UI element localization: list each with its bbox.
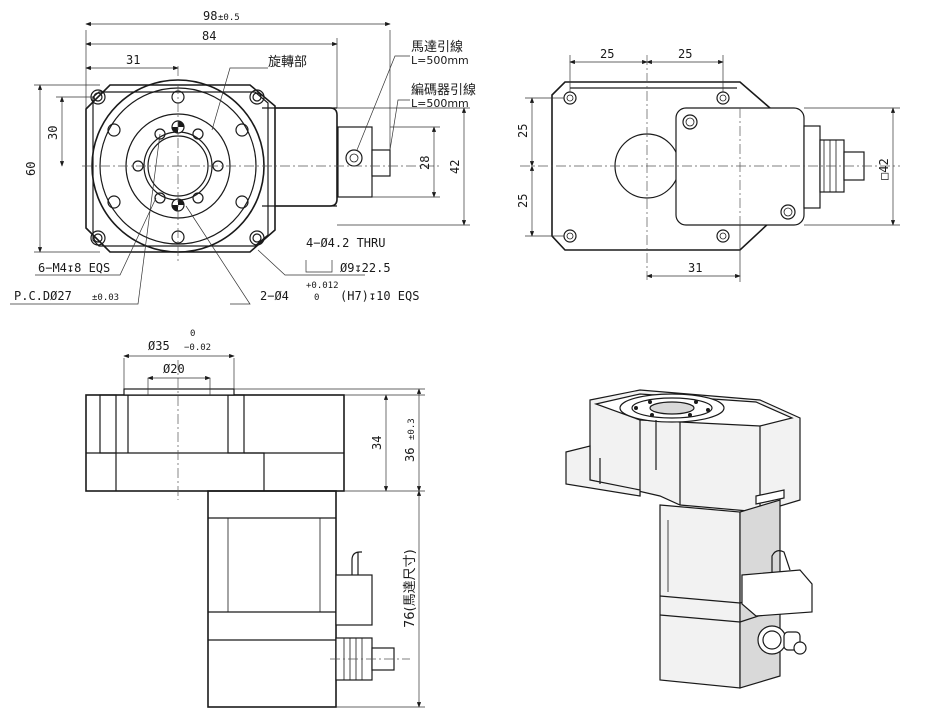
note-counterbore: Ø9↧22.5 [340,261,391,275]
dim-36: 36 [403,448,417,462]
top-view-body-outline [85,84,276,253]
dim-98: 98 [203,9,217,23]
dim-25-right: 25 [678,47,692,61]
dim-42: 42 [448,160,462,174]
dim-36-tol: ±0.3 [407,418,417,440]
dim-phi35: Ø35 [148,339,170,353]
label-motor-lead: 馬達引線 [411,39,463,55]
side-view: Ø35 0 −0.02 Ø20 34 36 ±0.3 76(馬達尺寸) [85,329,425,708]
note-pin-rest: (H7)↧10 EQS [340,289,419,303]
note-m4: 6−M4↧8 EQS [38,261,110,275]
top-view-body-inner [92,91,269,247]
dim-31: 31 [126,53,140,67]
dim-phi35-tol-lower: −0.02 [184,343,211,353]
dim-76-motor-size: 76(馬達尺寸) [403,549,418,628]
top-view: 98 ±0.5 84 31 30 60 28 42 旋轉部 馬達引線 L=500… [10,9,476,305]
dim-25-left: 25 [600,47,614,61]
bottom-connector-base [803,125,821,209]
iso-encoder-gland [757,625,787,655]
side-view-flange [123,388,235,396]
isometric-view [565,389,813,689]
dim-98-tol: ±0.5 [218,13,240,23]
side-motor-connector [335,574,373,626]
label-encoder-lead: 編碼器引線 [411,82,476,98]
dim-25-upper: 25 [516,124,530,138]
side-view-body [85,394,345,492]
dim-28: 28 [418,156,432,170]
dim-31-bottom: 31 [688,261,702,275]
label-motor-lead-length: L=500mm [411,54,469,67]
corner-holes [90,89,265,246]
note-pin-tol-lower: 0 [314,293,319,303]
dim-84: 84 [202,29,216,43]
dim-25-lower: 25 [516,194,530,208]
dim-phi35-tol-upper: 0 [190,329,195,339]
note-pcd: P.C.DØ27 [14,289,72,303]
note-thru-hole: 4−Ø4.2 THRU [306,236,385,250]
dim-30: 30 [46,126,60,140]
label-rotating-part: 旋轉部 [268,55,307,70]
motor-lead-grommet [345,149,363,167]
counterbore-symbol [305,260,333,273]
note-pcd-tol: ±0.03 [92,293,119,303]
connector-tip [371,149,391,177]
iso-motor-connector [741,569,813,617]
dim-60: 60 [24,162,38,176]
note-pin-tol-upper: +0.012 [306,281,339,291]
dim-34: 34 [370,436,384,450]
bottom-view: 25 25 25 25 31 □42 [516,47,900,282]
dim-sq42: □42 [877,158,891,180]
top-view-motor-box [275,107,338,207]
label-encoder-lead-length: L=500mm [411,97,469,110]
note-pin: 2−Ø4 [260,289,289,303]
side-view-motor [207,490,337,708]
dim-phi20: Ø20 [163,362,185,376]
